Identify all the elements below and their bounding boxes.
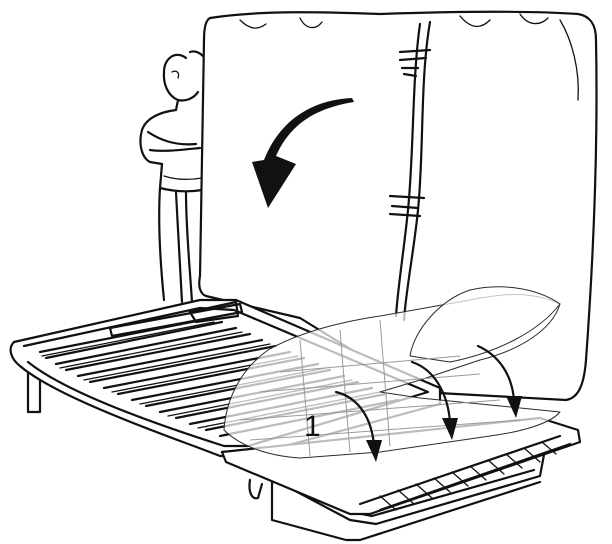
step-number-label: 1: [304, 410, 321, 443]
person-figure: [140, 51, 206, 302]
